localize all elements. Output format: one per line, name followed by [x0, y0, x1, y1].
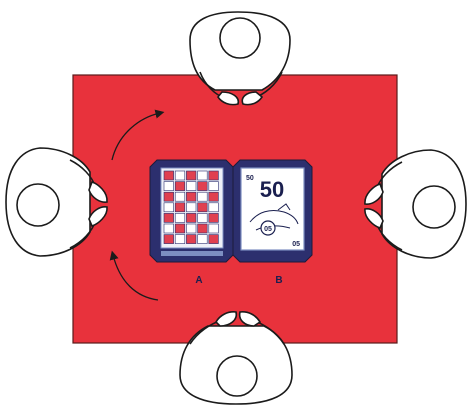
grid-cell	[186, 213, 197, 223]
grid-cell	[197, 213, 208, 223]
card-corner-top-left: 50	[246, 175, 254, 182]
arrow-lower	[109, 250, 159, 301]
player-bottom-hand-left	[215, 311, 238, 327]
grid-cell	[163, 234, 174, 244]
grid-cell	[197, 202, 208, 213]
grid-cell	[163, 191, 174, 202]
grid-cell	[174, 234, 186, 244]
player-left-hand-bottom	[88, 206, 108, 227]
player-right	[364, 149, 467, 259]
player-top-head	[219, 17, 261, 59]
grid-cell	[208, 234, 219, 244]
rotation-arrow-icon	[109, 109, 165, 301]
player-right-hand-top	[364, 182, 384, 205]
grid-cell	[186, 234, 197, 244]
player-top-hand-right	[241, 91, 264, 106]
grid-cell	[174, 181, 186, 191]
board-b: 50 50 05 05	[232, 159, 313, 263]
grid-cell	[197, 181, 208, 191]
label-b: B	[275, 275, 282, 286]
grid-cell	[163, 223, 174, 234]
grid-cell	[208, 170, 219, 181]
player-top	[189, 11, 291, 106]
player-left	[5, 147, 108, 257]
grid-cell	[186, 223, 197, 234]
player-right-head	[412, 185, 456, 229]
grid-cell	[186, 191, 197, 202]
grid-cell	[163, 181, 174, 191]
grid-cell	[186, 181, 197, 191]
grid-cell	[197, 191, 208, 202]
player-bottom	[179, 311, 293, 405]
grid-cell	[197, 234, 208, 244]
board-a	[149, 159, 234, 263]
card-number: 50	[260, 177, 284, 202]
arrow-upper	[111, 109, 165, 161]
grid-cell	[174, 213, 186, 223]
bingo-grid	[163, 170, 219, 244]
grid-cell	[186, 202, 197, 213]
grid-cell	[174, 170, 186, 181]
grid-cell	[197, 170, 208, 181]
grid-cell	[197, 223, 208, 234]
player-bottom-hand-right	[238, 311, 262, 327]
player-top-hand-left	[217, 91, 240, 106]
grid-cell	[208, 213, 219, 223]
player-bottom-head	[216, 355, 258, 397]
grid-cell	[208, 191, 219, 202]
grid-cell	[174, 223, 186, 234]
card-badge	[260, 220, 276, 236]
grid-cell	[174, 191, 186, 202]
grid-cell	[163, 213, 174, 223]
grid-cell	[208, 181, 219, 191]
grid-cell	[208, 202, 219, 213]
grid-cell	[208, 223, 219, 234]
board-b-card	[240, 167, 305, 251]
card-badge-text: 05	[264, 226, 272, 233]
grid-cell	[174, 202, 186, 213]
grid-cell	[163, 202, 174, 213]
board-a-ledge	[161, 251, 223, 256]
grid-cell	[163, 170, 174, 181]
player-right-hand-bottom	[364, 208, 384, 229]
grid-cell	[186, 170, 197, 181]
player-left-hand-top	[88, 180, 108, 203]
player-left-head	[16, 183, 60, 227]
card-corner-bottom-right: 05	[292, 241, 300, 248]
label-a: A	[195, 275, 202, 286]
